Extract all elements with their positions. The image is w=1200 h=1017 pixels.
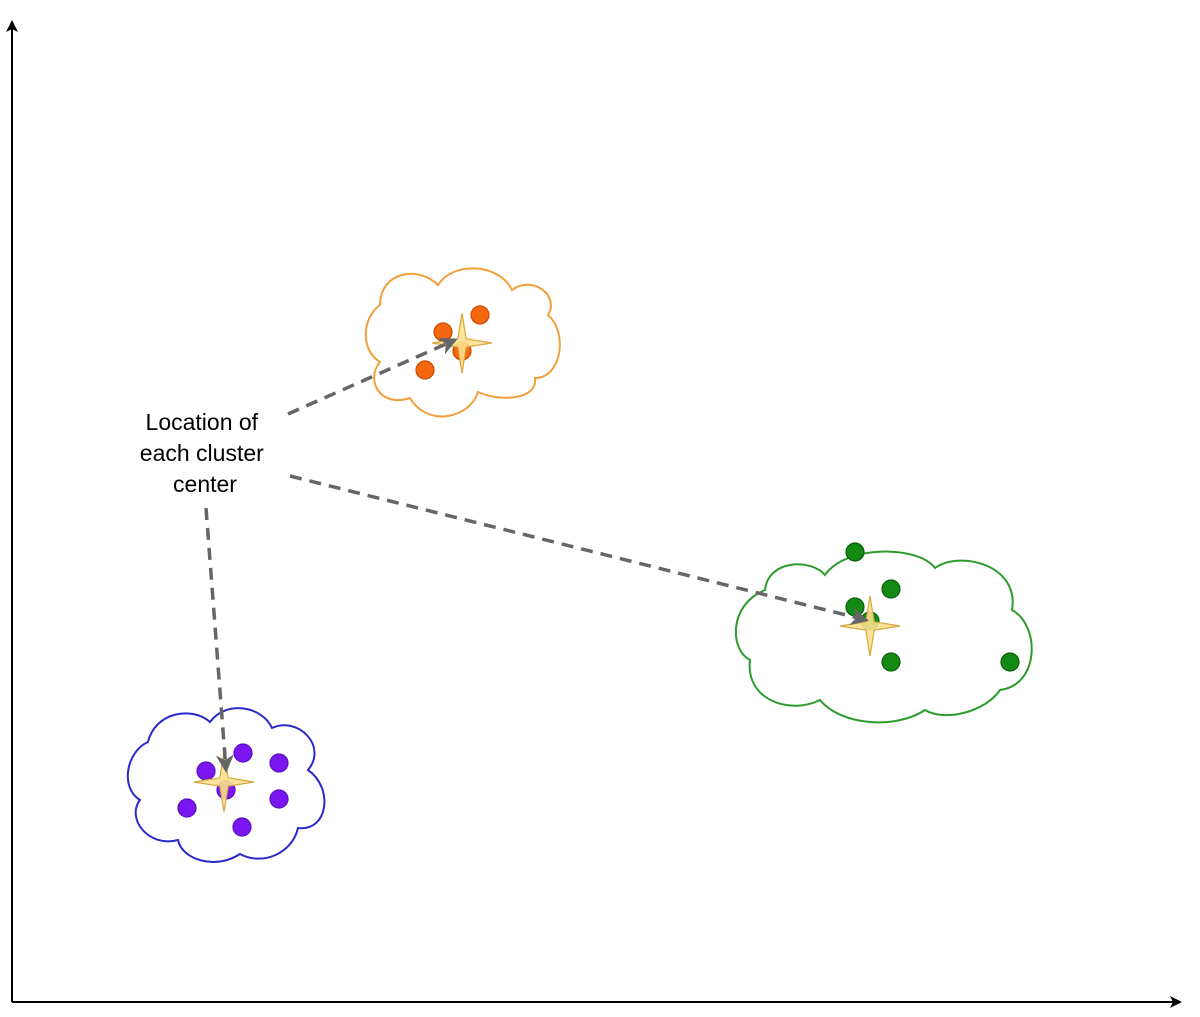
- orange-point: [415, 360, 435, 380]
- purple-point: [196, 761, 216, 781]
- purple-point: [177, 798, 197, 818]
- green-point: [845, 542, 865, 562]
- green-point: [881, 579, 901, 599]
- arrow-to-purple-center: [204, 507, 234, 773]
- annotation-line-3: center: [173, 471, 237, 497]
- green-point: [1000, 652, 1020, 672]
- annotation-line-1: Location of: [146, 409, 259, 435]
- centroid-purple-four-point-star-icon: [193, 751, 255, 813]
- orange-point: [433, 322, 453, 342]
- orange-point: [470, 305, 490, 325]
- arrow-to-green-center: [289, 474, 869, 626]
- cluster-green-outline: [734, 550, 1033, 724]
- annotation-label: Location of each cluster center: [140, 409, 270, 497]
- purple-point: [269, 753, 289, 773]
- green-point: [881, 652, 901, 672]
- green-point: [845, 597, 865, 617]
- purple-point: [233, 743, 253, 763]
- arrow-to-orange-center: [287, 337, 458, 416]
- purple-point: [232, 817, 252, 837]
- cluster-green: [734, 542, 1033, 724]
- annotation-line-2: each cluster: [140, 440, 264, 466]
- purple-point: [269, 789, 289, 809]
